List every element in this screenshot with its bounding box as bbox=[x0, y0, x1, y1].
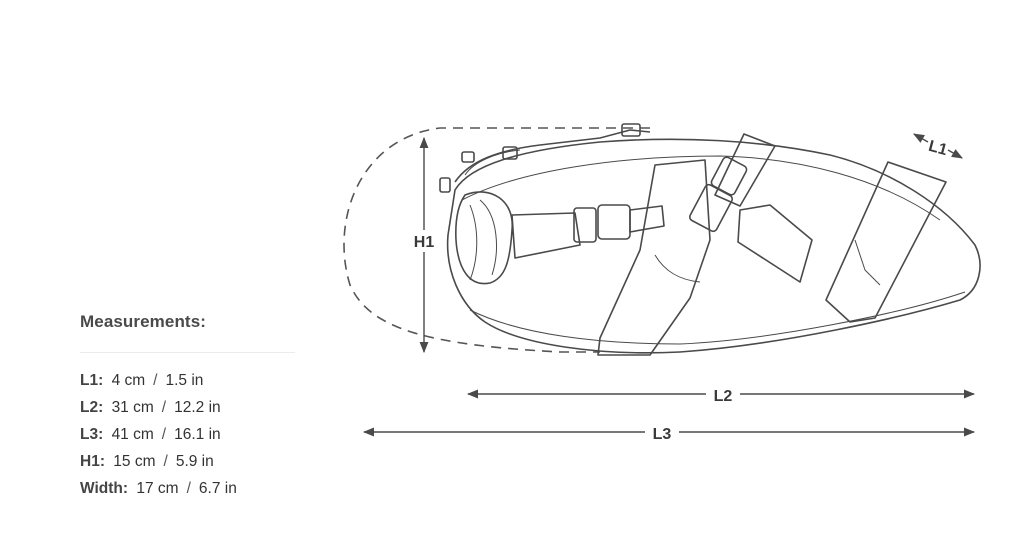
imperial-value: 12.2 in bbox=[174, 399, 221, 416]
imperial-value: 5.9 in bbox=[175, 453, 214, 470]
measurement-label: H1: bbox=[80, 453, 105, 470]
separator: / bbox=[186, 480, 191, 497]
l3-label: L3 bbox=[653, 426, 672, 443]
metric-value: 17 cm bbox=[136, 480, 179, 497]
imperial-value: 16.1 in bbox=[174, 426, 221, 443]
measurement-label: L1: bbox=[80, 372, 104, 389]
measurement-row-h1: H1: 15 cm / 5.9 in bbox=[80, 448, 300, 475]
measurements-panel: Measurements: L1: 4 cm / 1.5 in L2: 31 cm /… bbox=[80, 312, 300, 502]
measurements-title: Measurements: bbox=[80, 312, 207, 331]
metric-value: 41 cm bbox=[111, 426, 154, 443]
measurement-row-l3: L3: 41 cm / 16.1 in bbox=[80, 421, 300, 448]
l1-arrow-right bbox=[947, 149, 963, 159]
measurements-list: L1: 4 cm / 1.5 in L2: 31 cm / 12.2 in L3: 41… bbox=[80, 367, 300, 502]
l1-arrow-left bbox=[913, 133, 929, 143]
separator: / bbox=[161, 399, 167, 416]
l1-label: L1 bbox=[927, 138, 950, 159]
measurement-row-l2: L2: 31 cm / 12.2 in bbox=[80, 394, 300, 421]
imperial-value: 1.5 in bbox=[165, 372, 204, 389]
metric-value: 15 cm bbox=[113, 453, 156, 470]
divider bbox=[80, 352, 295, 353]
metric-value: 4 cm bbox=[111, 372, 146, 389]
measurement-label: Width: bbox=[80, 480, 129, 497]
measurement-row-l1: L1: 4 cm / 1.5 in bbox=[80, 367, 300, 394]
bag-illustration bbox=[439, 123, 981, 356]
separator: / bbox=[153, 372, 158, 389]
imperial-value: 6.7 in bbox=[198, 480, 237, 497]
measurement-row-width: Width: 17 cm / 6.7 in bbox=[80, 475, 300, 502]
expanded-outline-dashed bbox=[343, 127, 650, 353]
h1-label: H1 bbox=[414, 234, 435, 251]
measurement-label: L3: bbox=[80, 426, 104, 443]
separator: / bbox=[161, 426, 167, 443]
measurement-label: L2: bbox=[80, 399, 104, 416]
l2-label: L2 bbox=[714, 388, 733, 405]
metric-value: 31 cm bbox=[111, 399, 154, 416]
separator: / bbox=[163, 453, 168, 470]
